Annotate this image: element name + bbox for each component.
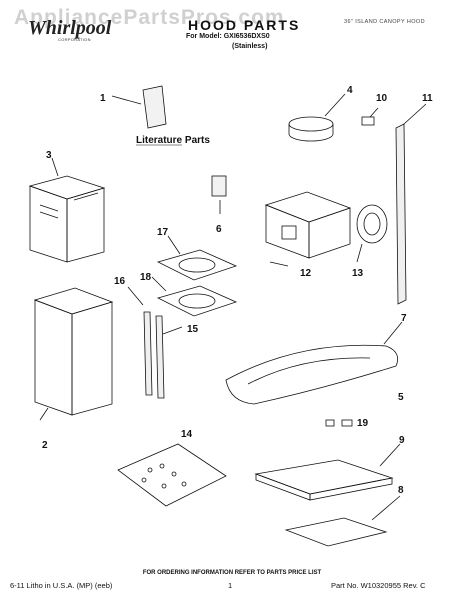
document-part-number: Part No. W10320955 Rev. C	[331, 581, 426, 590]
part-lamp-socket	[361, 107, 379, 126]
callout-6: 6	[216, 224, 222, 235]
part-blower-motor	[356, 204, 388, 263]
model-number: For Model: GXI6536DXS0	[186, 33, 270, 40]
callout-7: 7	[401, 313, 407, 324]
callout-17: 17	[157, 227, 169, 238]
callout-18: 18	[140, 272, 152, 283]
callout-13: 13	[352, 268, 364, 279]
part-mounting-plates	[151, 235, 238, 317]
callout-9: 9	[399, 435, 405, 446]
part-support-brackets	[127, 286, 183, 399]
part-glass-canopy	[225, 321, 403, 405]
brand-subtitle: CORPORATION	[58, 37, 91, 42]
litho-info: 6-11 Litho in U.S.A. (MP) (eeb)	[10, 581, 113, 590]
part-literature	[111, 85, 167, 129]
callout-4: 4	[347, 85, 353, 96]
callout-11: 11	[422, 93, 433, 104]
part-small-brackets	[325, 419, 353, 427]
finish-label: (Stainless)	[232, 43, 268, 50]
callout-12: 12	[300, 268, 312, 279]
part-hood-bottom-panel	[254, 443, 401, 501]
callout-8: 8	[398, 485, 404, 496]
literature-parts-label: Literature Parts	[136, 135, 210, 146]
callout-1: 1	[100, 93, 106, 104]
callout-3: 3	[46, 150, 52, 161]
part-hardware-kit	[117, 443, 227, 507]
callout-14: 14	[181, 429, 193, 440]
page-number: 1	[228, 581, 233, 590]
part-upper-duct-cover	[28, 157, 106, 263]
ordering-note: FOR ORDERING INFORMATION REFER TO PARTS …	[142, 570, 322, 576]
brand-logo: Whirlpool	[28, 17, 112, 39]
part-grease-filter	[284, 495, 401, 547]
product-type-label: 36" ISLAND CANOPY HOOD	[344, 19, 425, 25]
callout-19: 19	[357, 418, 369, 429]
part-rail	[395, 103, 427, 305]
page-title: HOOD PARTS	[188, 17, 301, 33]
part-damper-collar	[288, 93, 346, 142]
callout-2: 2	[42, 440, 48, 451]
part-blower-housing	[264, 191, 352, 267]
callout-16: 16	[114, 276, 126, 287]
callout-15: 15	[187, 324, 199, 335]
watermark: AppliancePartsPros.com	[14, 6, 285, 29]
part-switch	[211, 175, 227, 214]
callout-5: 5	[398, 392, 404, 403]
callout-10: 10	[376, 93, 388, 104]
part-lower-duct-cover	[33, 287, 114, 421]
